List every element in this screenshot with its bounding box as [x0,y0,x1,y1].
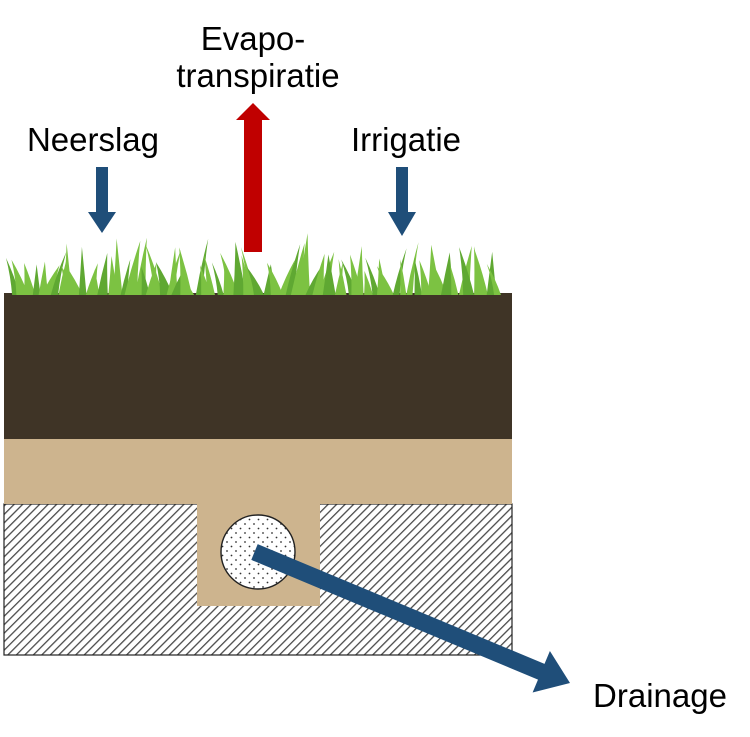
grass-blade [124,240,141,295]
grass-blade [392,248,407,295]
grass-blade [204,254,215,295]
grass-blade [406,242,419,295]
grass-blade [180,275,195,295]
grass-blade [38,261,49,295]
grass-blade [486,263,501,295]
grass-blade [78,246,87,295]
grass-blade [441,252,454,295]
grass-blade [166,250,181,295]
grass-blade [32,264,41,295]
grass-blade [92,269,100,295]
grass-blade [400,259,407,295]
grass-blade [145,244,163,295]
grass-blade [171,271,183,295]
drainage-label: Drainage [593,677,727,714]
grass-blade [50,251,67,295]
grass-blade [65,265,83,295]
grass-blade [246,266,265,295]
grass-blade [428,244,441,295]
grass-blade [419,260,432,295]
grass-blade [41,265,60,295]
grass-blade [414,257,423,295]
grass-blade [473,247,488,295]
evapotranspiration-arrow [236,103,270,252]
evapotranspiration-label-line2: transpiratie [176,57,339,94]
grass-blade [233,241,246,295]
grass-blade [377,266,394,295]
grass-blade [113,238,123,295]
grass-blade [365,257,380,295]
evapotranspiration-label-line1: Evapo- [201,20,306,57]
grass-blade [354,246,364,295]
grass-blade [322,254,336,295]
grass-blade [267,262,283,295]
grass-blade [141,266,151,295]
grass-blade [450,265,459,295]
grass-blade [24,263,36,295]
grass-blade [459,247,475,295]
irrigation-label: Irrigatie [351,121,461,158]
grass-blade [120,259,131,295]
irrigation-arrow [388,167,416,236]
grass-blade [211,262,224,295]
grass [6,233,501,295]
grass-blade [179,247,193,295]
grass-blade [97,253,108,295]
grass-blade [364,270,374,295]
grass-blade [11,259,29,295]
topsoil-layer [4,293,512,439]
grass-blade [240,247,255,295]
grass-blade [298,233,310,295]
grass-blade [312,253,325,295]
grass-blade [220,252,239,295]
grass-blade [305,264,323,295]
grass-blade [338,259,347,295]
grass-blade [278,260,295,295]
drainage-arrow [251,544,571,693]
grass-blade [285,244,301,295]
grass-blade [195,238,209,295]
precipitation-label: Neerslag [27,121,159,158]
precipitation-arrow [88,167,116,233]
